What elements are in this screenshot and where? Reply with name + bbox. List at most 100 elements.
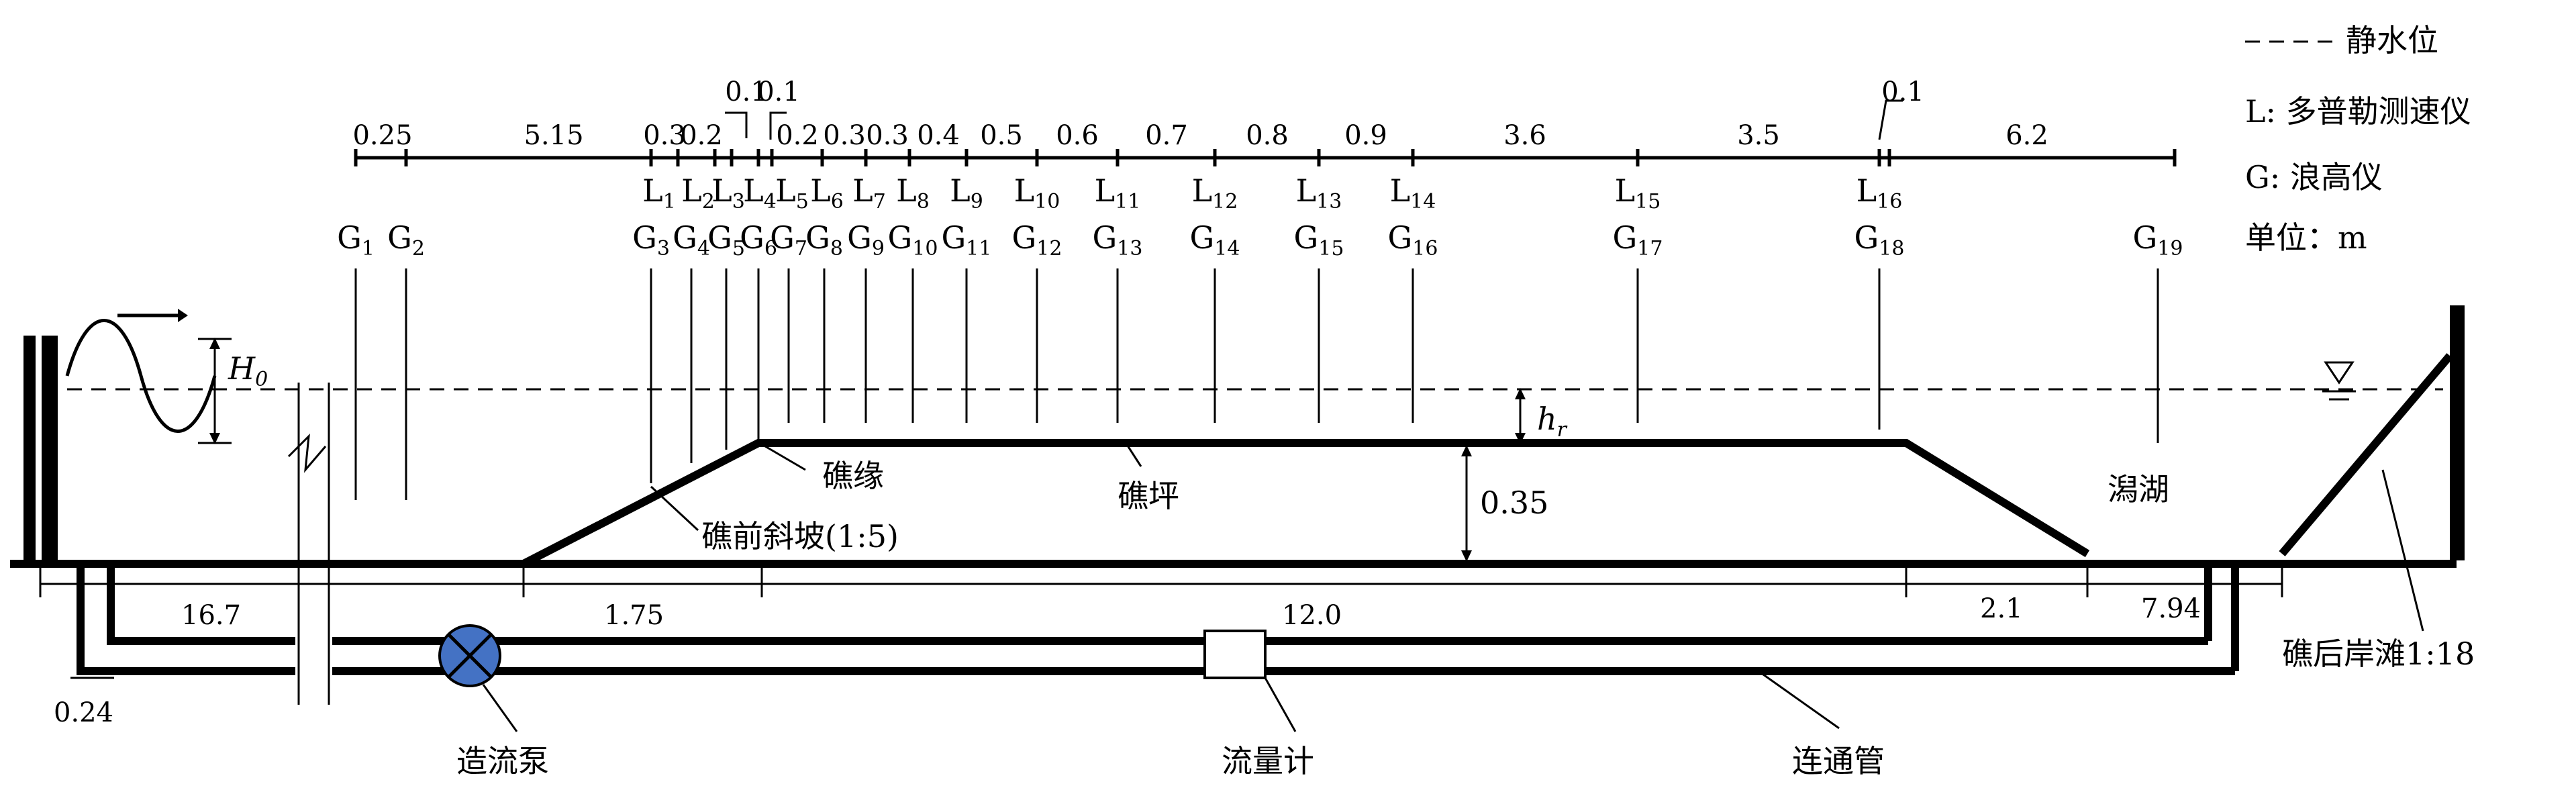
gauge-label: G19 bbox=[2133, 219, 2183, 260]
leader-0.1-c bbox=[1878, 99, 1903, 140]
top-spacing-label: 0.7 bbox=[1145, 120, 1188, 151]
gauge-label: G3 bbox=[632, 219, 670, 260]
legend-wave-gauge: G: 浪高仪 bbox=[2245, 159, 2383, 195]
wave-height-label: H0 bbox=[228, 350, 268, 391]
top-spacing-label: 0.25 bbox=[352, 120, 412, 151]
doppler-label: L10 bbox=[1014, 172, 1060, 213]
dim-2-1: 2.1 bbox=[1980, 593, 2023, 624]
top-spacing-label: 0.5 bbox=[980, 120, 1023, 151]
top-spacing-label: 0.1 bbox=[757, 77, 800, 107]
back-beach bbox=[2279, 353, 2453, 556]
flow-meter-icon bbox=[1203, 630, 1267, 679]
reef-height-arrow-up-icon bbox=[1461, 445, 1472, 456]
gauge-label: G16 bbox=[1388, 219, 1438, 260]
gauge-label: G14 bbox=[1190, 219, 1240, 260]
gauge-label: G18 bbox=[1854, 219, 1905, 260]
recirculation-pipe: 造流泵 流量计 连通管 bbox=[77, 383, 2239, 779]
gauge-label: G11 bbox=[942, 219, 992, 260]
top-spacing-label: 0.1 bbox=[1881, 77, 1924, 107]
reef-edge-label: 礁缘 bbox=[822, 458, 884, 494]
fore-slope-label: 礁前斜坡(1:5) bbox=[701, 518, 899, 554]
flow-meter-leader bbox=[1264, 677, 1297, 732]
gauge-label: G8 bbox=[805, 219, 843, 260]
gauge-label: G7 bbox=[770, 219, 807, 260]
dim-16-7: 16.7 bbox=[181, 600, 241, 631]
top-spacing-label: 0.2 bbox=[776, 120, 819, 151]
doppler-label: L12 bbox=[1192, 172, 1238, 213]
dim-0-24: 0.24 bbox=[54, 697, 113, 728]
gauge-label: G2 bbox=[387, 219, 425, 260]
top-spacing-label: 5.15 bbox=[524, 120, 583, 151]
gauge-label: G12 bbox=[1012, 219, 1062, 260]
legend-still-water: 静水位 bbox=[2346, 22, 2438, 58]
doppler-label: L7 bbox=[852, 172, 886, 213]
end-wall bbox=[2450, 305, 2465, 560]
doppler-label: L14 bbox=[1390, 172, 1436, 213]
gauge-label: G15 bbox=[1294, 219, 1344, 260]
reef-height-label: 0.35 bbox=[1480, 485, 1548, 521]
wave-maker: H0 bbox=[23, 309, 268, 564]
reef-depth-label: hr bbox=[1537, 401, 1568, 442]
leader-0.1-a bbox=[725, 111, 748, 138]
reef-profile bbox=[522, 439, 2090, 568]
h0-arrow-down-icon bbox=[209, 433, 220, 444]
reef-edge-leader bbox=[761, 443, 806, 471]
reef-height-arrow-down-icon bbox=[1461, 550, 1472, 562]
gauge-label: G10 bbox=[888, 219, 938, 260]
wavemaker-plate bbox=[23, 336, 36, 564]
leader-0.1-b bbox=[769, 111, 787, 140]
wave-shape bbox=[65, 319, 217, 433]
doppler-label: L5 bbox=[775, 172, 809, 213]
hr-arrow-down-icon bbox=[1515, 433, 1526, 444]
top-spacing-label: 3.6 bbox=[1503, 120, 1546, 151]
back-beach-label: 礁后岸滩1:18 bbox=[2282, 636, 2475, 672]
top-spacing-label: 0.8 bbox=[1246, 120, 1289, 151]
doppler-label: L6 bbox=[810, 172, 844, 213]
hr-arrow-up-icon bbox=[1515, 388, 1526, 399]
pump-label: 造流泵 bbox=[456, 743, 549, 779]
doppler-label: L8 bbox=[896, 172, 930, 213]
top-spacing-label: 0.3 bbox=[866, 120, 909, 151]
top-spacing-label: 0.9 bbox=[1344, 120, 1387, 151]
top-spacing-label: 0.2 bbox=[680, 120, 723, 151]
top-spacing-label: 0.4 bbox=[917, 120, 960, 151]
gauge-label: G13 bbox=[1093, 219, 1143, 260]
gauge-label: G17 bbox=[1613, 219, 1663, 260]
gauge-label: G4 bbox=[673, 219, 710, 260]
wavemaker-wall bbox=[42, 336, 58, 564]
doppler-label: L3 bbox=[711, 172, 745, 213]
legend-unit: 单位：m bbox=[2245, 219, 2367, 256]
dim-7-94: 7.94 bbox=[2141, 593, 2201, 624]
connecting-pipe-leader bbox=[1758, 670, 1840, 730]
connecting-pipe-label: 连通管 bbox=[1792, 743, 1885, 779]
doppler-label: L9 bbox=[950, 172, 983, 213]
top-spacing-label: 0.6 bbox=[1056, 120, 1099, 151]
top-spacing-label: 3.5 bbox=[1737, 120, 1780, 151]
reef-flat-label: 礁坪 bbox=[1118, 478, 1179, 514]
gauge-label: G1 bbox=[337, 219, 375, 260]
gauge-label: G9 bbox=[847, 219, 885, 260]
lagoon-label: 潟湖 bbox=[2108, 471, 2169, 507]
doppler-label: L15 bbox=[1615, 172, 1661, 213]
flow-meter-label: 流量计 bbox=[1222, 743, 1314, 779]
doppler-label: L11 bbox=[1095, 172, 1141, 213]
fore-slope-leader bbox=[650, 485, 699, 532]
reef-flat-leader bbox=[1126, 445, 1142, 467]
doppler-label: L16 bbox=[1856, 172, 1903, 213]
break-symbol-icon bbox=[287, 433, 327, 473]
top-spacing-label: 0.3 bbox=[643, 120, 686, 151]
legend-doppler: L: 多普勒测速仪 bbox=[2245, 93, 2471, 130]
doppler-label: L4 bbox=[743, 172, 777, 213]
back-beach-leader bbox=[2381, 469, 2424, 632]
water-level-symbol-icon bbox=[2324, 361, 2355, 385]
pipe-left-upper bbox=[107, 564, 295, 645]
dim-12-0: 12.0 bbox=[1282, 600, 1342, 631]
reef-annotations: hr 0.35 礁缘 礁坪 礁前斜坡(1:5) 潟湖 礁后岸滩1:18 bbox=[650, 388, 2475, 672]
pipe-left-lower bbox=[77, 564, 295, 675]
pump-leader bbox=[482, 684, 518, 732]
doppler-label: L13 bbox=[1296, 172, 1342, 213]
